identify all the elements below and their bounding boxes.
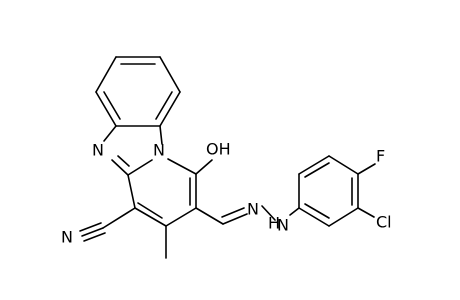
double-bond [304, 162, 330, 178]
bond-n-nh [261, 205, 276, 221]
bond-c-f [357, 163, 376, 175]
atom-n-nitrile: N [61, 228, 73, 247]
double-bond [155, 91, 173, 120]
bond [159, 125, 163, 145]
atom-h-nh: H [268, 214, 280, 233]
bond [159, 56, 181, 93]
bond [298, 155, 330, 175]
bond [127, 174, 136, 209]
triple-bond-1 [81, 227, 104, 237]
bond [103, 125, 117, 142]
bond-c-ch [195, 207, 224, 225]
double-bond [137, 202, 163, 219]
atom-n-bridgehead: N [153, 141, 165, 160]
bond-c-cl [357, 207, 375, 218]
bond-nh-aryl [289, 207, 300, 216]
bond-c-cn [102, 207, 136, 229]
double-bond [304, 203, 330, 219]
bond [159, 91, 181, 127]
bond [298, 207, 330, 227]
bond [165, 207, 197, 227]
atom-n-imidazole: N [92, 141, 104, 160]
aryl-ring [298, 155, 359, 227]
double-bond [103, 91, 121, 120]
atom-oh: OH [206, 140, 231, 159]
bond [127, 159, 153, 176]
double-bond-ch-n [221, 207, 245, 218]
bond [95, 91, 117, 127]
atom-fluorine: F [376, 147, 385, 166]
atom-chlorine: Cl [376, 213, 392, 232]
bond [111, 159, 129, 176]
bond [328, 155, 359, 175]
imidazole-ring [103, 125, 163, 176]
bond [167, 158, 197, 175]
bond [134, 207, 167, 227]
triple-bond-2 [79, 222, 102, 232]
atom-n-nh: N [277, 216, 289, 235]
bond-ch-n [222, 213, 248, 225]
triple-bond-3 [83, 232, 106, 242]
bond [95, 56, 117, 93]
atom-n-azomethine: N [247, 200, 259, 219]
double-bond [117, 155, 130, 167]
bond-c-oh [195, 159, 213, 175]
benzene-ring [95, 56, 181, 127]
pyridine-ring [127, 158, 197, 227]
bond [328, 207, 359, 227]
